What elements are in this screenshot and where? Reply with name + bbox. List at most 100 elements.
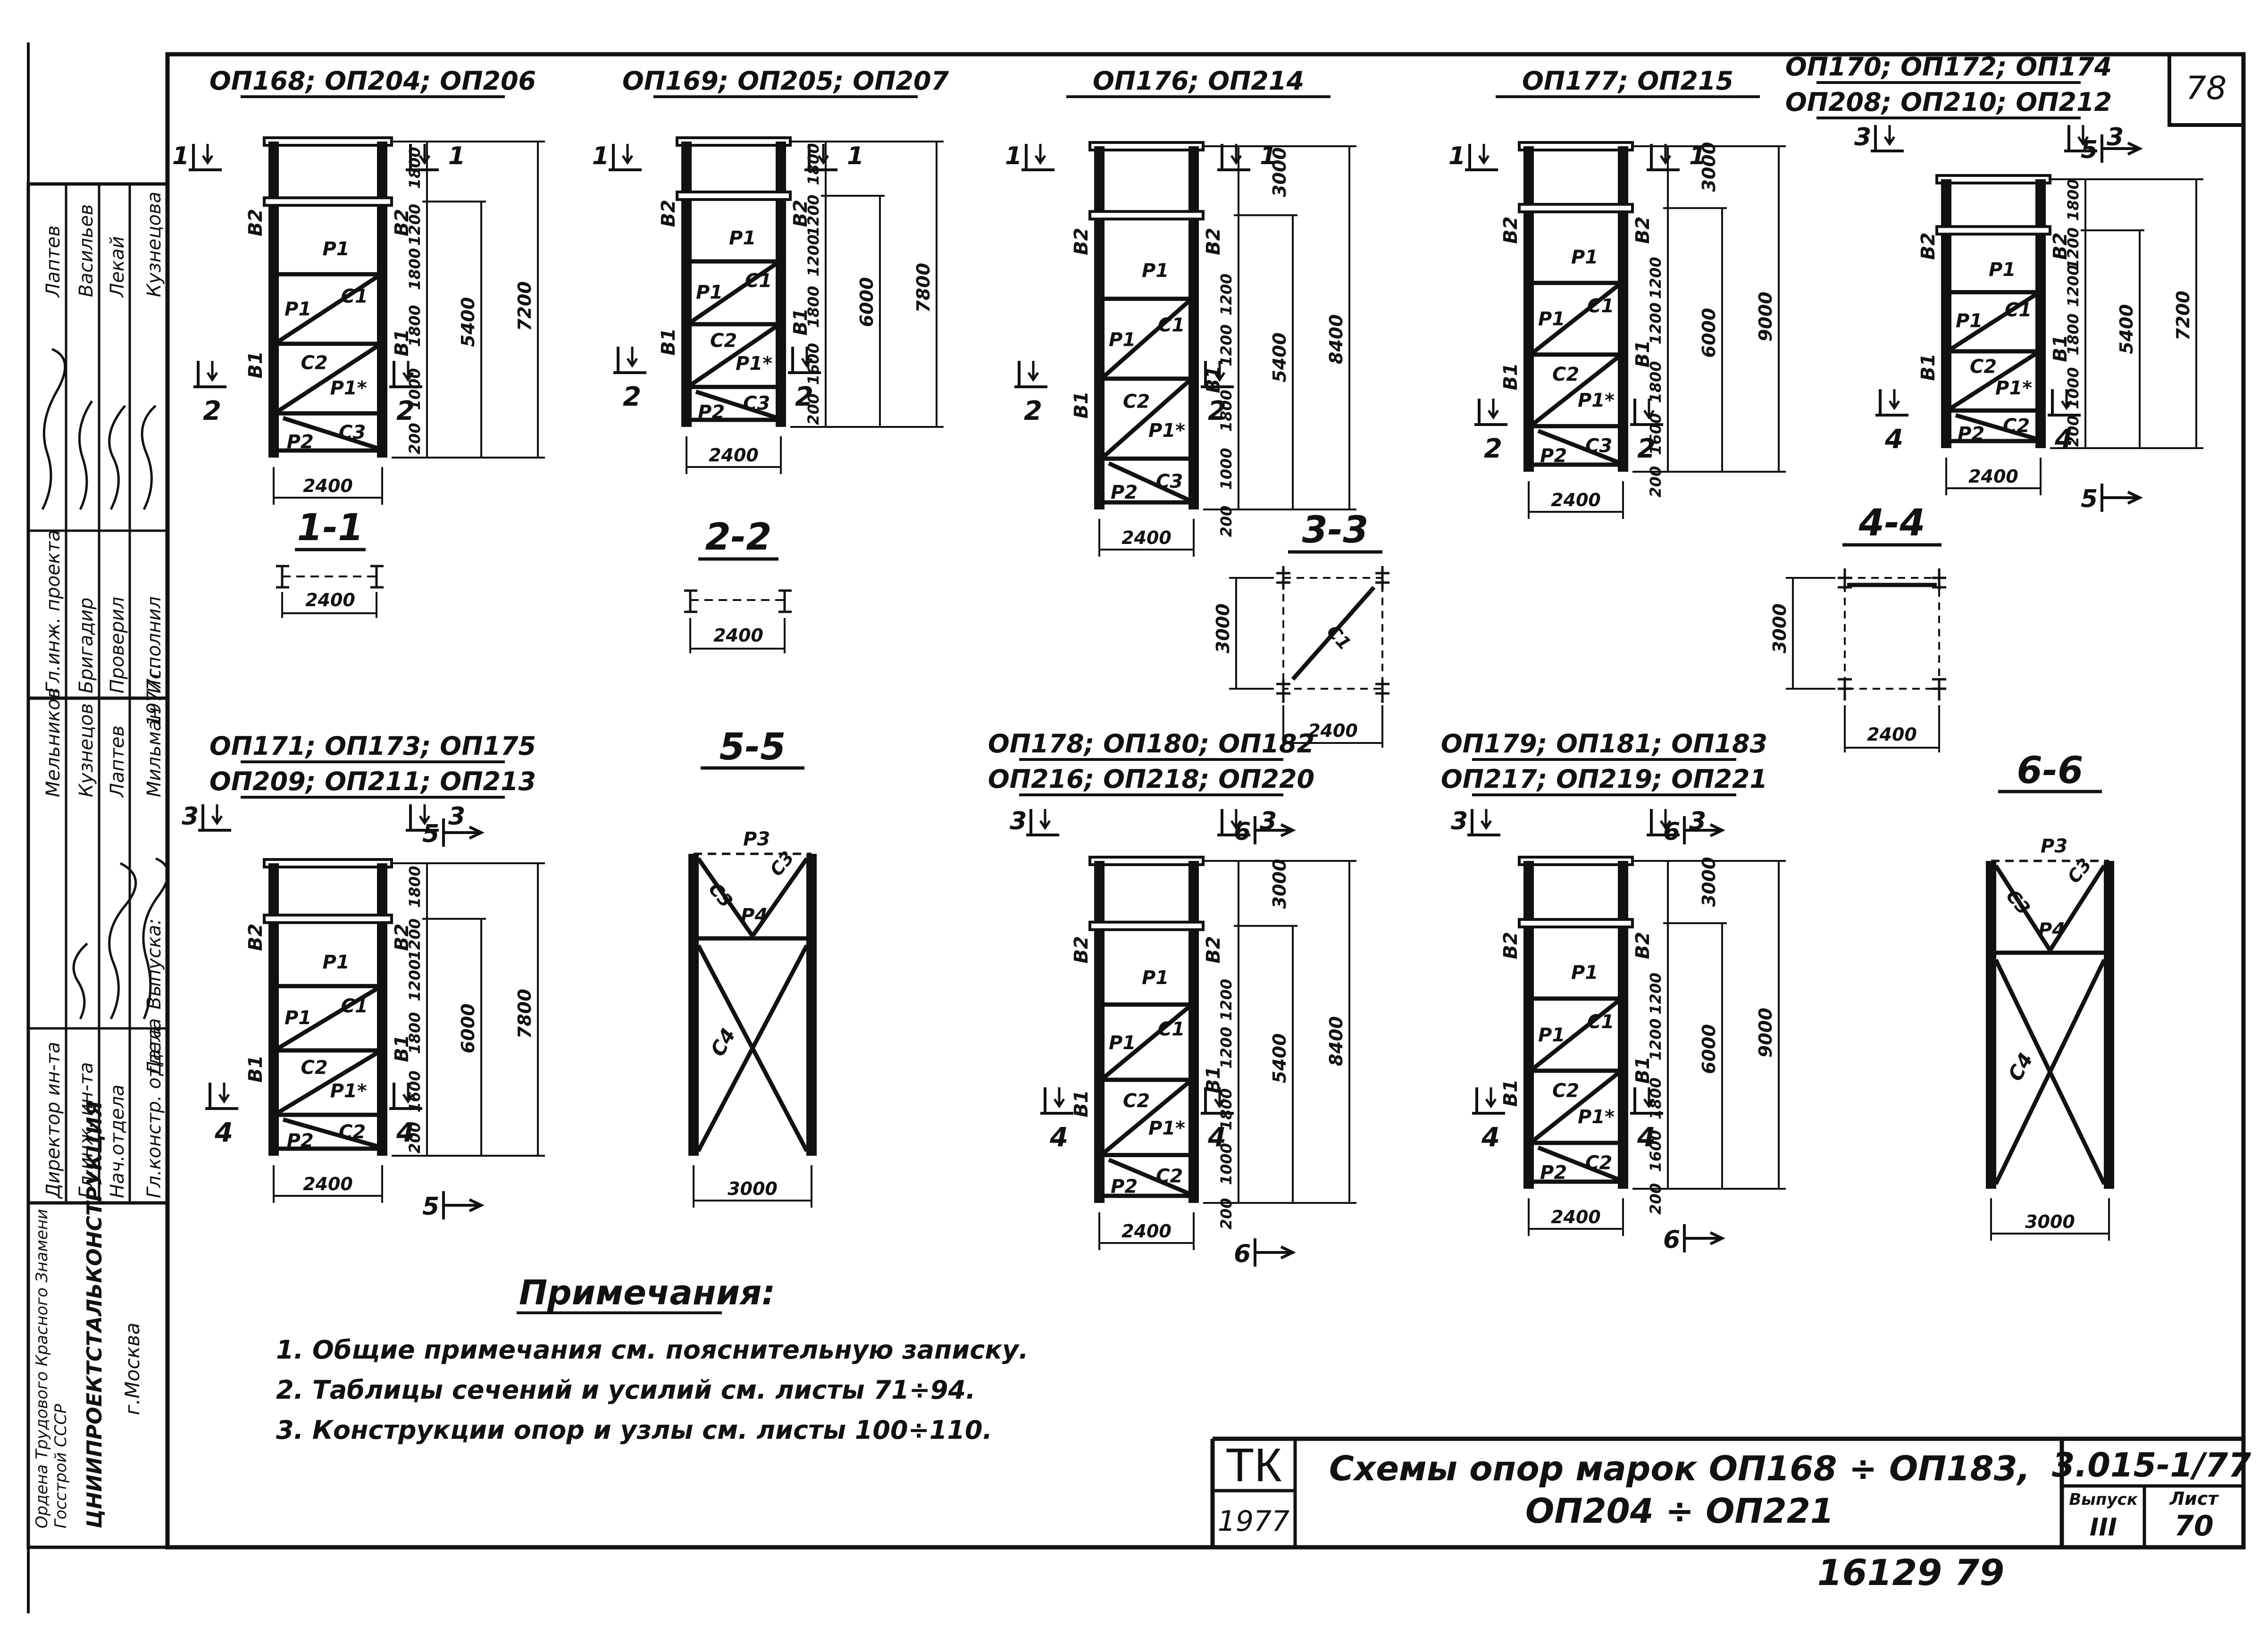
frame-7-section-mark-top-left [1026, 809, 1059, 836]
frame-5-seg-2: 1200 [2064, 265, 2082, 307]
frame-8-brace-p1b: Р1 [1538, 1024, 1565, 1046]
frame-2-section-mark-bottom-right [788, 347, 821, 374]
drawing-title-line1: Схемы опор марок ОП168 ÷ ОП183, [1329, 1449, 2030, 1488]
frame-3-section-mark-bottom-right [1201, 361, 1234, 388]
frame-6-col-b1-left: В1 [245, 1055, 267, 1083]
frame-8-title-1: ОП179; ОП181; ОП183 [1441, 729, 1767, 759]
frame-7-side-bottom-label: 6 [1234, 1240, 1251, 1268]
section-s66-brace-p3: Р3 [2041, 835, 2067, 857]
section-s55-brace-p4: Р4 [741, 905, 768, 926]
frame-1-title-1: ОП168; ОП204; ОП206 [209, 66, 536, 96]
frame-3-col-b1-left: В1 [1071, 391, 1092, 418]
frame-7-top-seg-dim: 3000 [1269, 859, 1290, 909]
frame-2-brace-p1star: Р1* [736, 353, 772, 375]
frame-5-seg-5: 200 [2064, 415, 2082, 447]
frame-5-mid-dim: 5400 [2116, 304, 2137, 354]
frame-8-brace-c1: С1 [1587, 1011, 1614, 1033]
frame-3-title-1: ОП176; ОП214 [1093, 66, 1304, 96]
frame-6-col-b2-right: В2 [391, 924, 413, 951]
frame-6-brace-c3: С2 [339, 1121, 366, 1143]
section-s66-label: 6-6 [2017, 750, 2084, 792]
frame-4-seg-3: 1600 [1647, 413, 1665, 455]
stamp-name-3: Кузнецова [143, 192, 165, 297]
frame-8-brace-p2: Р2 [1540, 1162, 1567, 1184]
frame-3-seg-2: 1800 [1217, 390, 1235, 432]
frame-2-col-b2-right: В2 [790, 200, 812, 227]
frame-5-section-mark-top-right [2064, 125, 2097, 152]
frame-2-col-b1-left: В1 [658, 328, 679, 355]
signatures-top [41, 348, 157, 510]
frame-2-brace-p2: Р2 [698, 401, 725, 423]
section-s55-label: 5-5 [720, 726, 786, 768]
frame-6-total-dim: 7800 [514, 989, 535, 1039]
frame-3-seg-1: 1200 [1217, 325, 1235, 367]
frame-1-section-top-label-r: 1 [448, 142, 465, 170]
frame-5-col-b2-right: В2 [2050, 233, 2071, 260]
section-s66-width: 3000 [2025, 1211, 2075, 1232]
frame-7-brace-c2: С2 [1123, 1090, 1150, 1112]
frame-7-brace-p1b: Р1 [1109, 1032, 1136, 1054]
frame-4-col-b1-left: В1 [1500, 363, 1522, 390]
frame-4-section-top-label-r: 1 [1689, 142, 1706, 170]
frame-6-mid-dim: 6000 [458, 1003, 478, 1053]
frame-7-width: 2400 [1121, 1221, 1172, 1242]
frame-3-brace-p1star: Р1* [1148, 420, 1185, 442]
frame-6-col-b1-right: В1 [391, 1035, 413, 1062]
frame-5-side-bottom-label: 5 [2081, 485, 2098, 513]
frame-8-brace-p1star: Р1* [1578, 1106, 1615, 1128]
frame-2-section-mark-top-right [804, 144, 837, 171]
stamp-org-city: г.Москва [121, 1323, 144, 1415]
frame-4-width: 2400 [1551, 490, 1601, 510]
frame-3-section-bottom-label: 2 [1024, 396, 1042, 426]
frame-7-section-mark-bottom-right [1201, 1087, 1234, 1115]
stamp-mgmt-1: Гл.инж. ин-та [75, 1062, 97, 1198]
frame-2-brace-c2: С2 [710, 330, 737, 352]
stamp-name-0: Лаптев [42, 225, 64, 298]
frame-1-brace-c2: С2 [301, 352, 328, 374]
frame-6-brace-c1: С1 [341, 995, 368, 1017]
section-4-4-label: 4-4 [1858, 502, 1925, 544]
frame-1-section-top-label: 1 [172, 142, 189, 170]
section-4-4: 4-4 3000 2400 [1769, 502, 1946, 752]
frame-6-seg-2: 1200 [406, 960, 424, 1001]
frame-5-title-1: ОП170; ОП172; ОП174 [1785, 52, 2112, 82]
frame-8-col-b2-left: В2 [1500, 932, 1522, 959]
section-s55-brace-p3: Р3 [743, 828, 770, 850]
frame-4-section-top-label: 1 [1448, 142, 1465, 170]
frame-4-seg-2: 1800 [1647, 361, 1665, 403]
note-1: 1. Общие примечания см. пояснительную за… [276, 1335, 1029, 1365]
frame-5-brace-c1: С1 [2005, 300, 2032, 321]
frame-8-title-2: ОП217; ОП219; ОП221 [1441, 764, 1767, 794]
frame-8-brace-p1: Р1 [1571, 962, 1598, 984]
frame-3-brace-c2: С2 [1123, 391, 1150, 412]
frame-4-brace-p1: Р1 [1571, 246, 1598, 268]
frame-5-section-mark-bottom-right [2048, 389, 2081, 417]
frame-4-mid-dim: 6000 [1699, 308, 1719, 358]
sheet-frame [165, 52, 2246, 1550]
section-4-4-depth: 3000 [1769, 603, 1790, 653]
frame-8-seg-0: 1200 [1647, 973, 1665, 1015]
stamp-mgmt-0: Директор ин-та [42, 1042, 64, 1199]
frame-2-section-bottom-label-r: 2 [795, 382, 813, 412]
frame-5-brace-c2: С2 [1970, 356, 1997, 377]
frame-6-title-1: ОП171; ОП173; ОП175 [209, 731, 536, 761]
frame-6-brace-c2: С2 [301, 1057, 328, 1078]
frame-1-seg-2: 1800 [406, 248, 424, 290]
frame-5-seg-3: 1800 [2064, 313, 2082, 355]
frame-6-brace-p1star: Р1* [330, 1080, 367, 1102]
frame-8-section-mark-bottom-left [1472, 1087, 1505, 1115]
frame-8-seg-3: 1600 [1647, 1130, 1665, 1172]
frame-7-brace-c1: С1 [1158, 1018, 1185, 1040]
frame-5-section-bottom-label: 4 [1884, 424, 1903, 455]
tk-year: 1977 [1218, 1505, 1290, 1538]
frame-8-section-mark-bottom-right [1630, 1087, 1663, 1115]
frame-6-section-bottom-label: 4 [214, 1118, 233, 1148]
frame-3-total-dim: 8400 [1326, 314, 1347, 364]
frame-7-brace-c3: С2 [1156, 1166, 1183, 1187]
frame-3-section-top-label: 1 [1005, 142, 1022, 170]
frame-8-brace-c3: С2 [1585, 1152, 1612, 1174]
